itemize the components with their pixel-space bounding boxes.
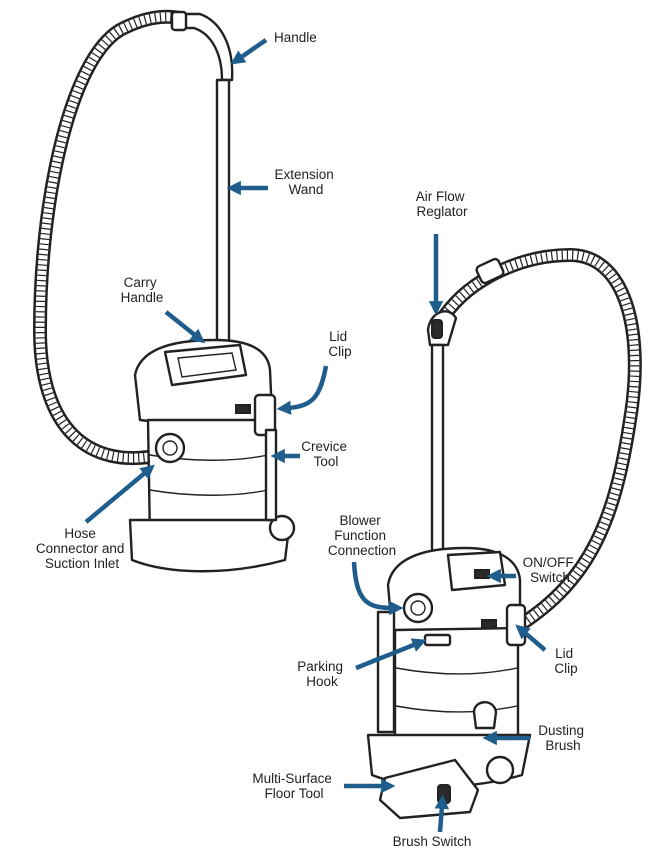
arrow-handle [230, 38, 268, 65]
left-vacuum-illustration [33, 9, 296, 573]
left-grille [235, 404, 251, 414]
arrow-carry-handle [164, 310, 205, 344]
right-air-flow-regulator-part [431, 319, 443, 339]
label-blower-function: Blower Function Connection [328, 513, 396, 558]
left-hose-connector-inner [162, 440, 178, 456]
right-hose-ribs [441, 250, 640, 629]
label-carry-handle: Carry Handle [121, 275, 164, 305]
left-hose-ribs [35, 12, 193, 463]
right-hose-cuff [475, 257, 505, 285]
arrow-hose-connector [84, 464, 155, 524]
label-air-flow-regulator: Air Flow Reglator [416, 189, 469, 219]
right-blower-port [402, 592, 434, 624]
left-extension-wand [215, 78, 231, 347]
left-hose-cuff [170, 10, 188, 32]
arrow-brush-switch [434, 794, 449, 833]
right-accessory-rack [376, 610, 396, 734]
right-parking-hook-part [423, 633, 452, 647]
left-handle-recess [177, 352, 237, 378]
right-floor-tool [378, 758, 480, 820]
label-extension-wand: Extension Wand [274, 167, 337, 197]
right-tank-rib-1 [395, 667, 518, 675]
right-tank-rib-2 [395, 705, 518, 713]
right-vacuum-illustration [366, 248, 642, 820]
right-brush-switch-part [437, 784, 451, 804]
arrow-lid-clip-right [515, 624, 547, 652]
label-hose-connector: Hose Connector and Suction Inlet [36, 526, 128, 571]
arrow-lid-clip-left [276, 365, 329, 415]
label-lid-clip-right: Lid Clip [554, 646, 577, 676]
arrow-parking-hook [355, 638, 427, 671]
label-handle: Handle [274, 30, 317, 45]
label-lid-clip-left: Lid Clip [328, 329, 351, 359]
label-dusting-brush: Dusting Brush [538, 723, 588, 753]
label-parking-hook: Parking Hook [297, 659, 347, 689]
right-grille [481, 619, 497, 629]
left-base [128, 518, 292, 573]
left-hose-connector [154, 432, 186, 464]
callout-arrows [84, 38, 547, 833]
right-lid-clip-part [505, 603, 527, 647]
right-on-off-switch-part [474, 569, 490, 579]
right-blower-port-inner [410, 600, 426, 616]
arrow-blower-function [351, 561, 404, 616]
label-on-off-switch: ON/OFF Switch [523, 555, 578, 585]
label-crevice-tool: Crevice Tool [301, 439, 351, 469]
right-dusting-brush-part [472, 701, 498, 730]
label-multi-surface-floor-tool: Multi-Surface Floor Tool [252, 771, 335, 801]
left-wheel [268, 514, 296, 542]
left-tank-rib-2 [149, 489, 269, 496]
left-carry-handle [163, 343, 248, 387]
label-brush-switch: Brush Switch [393, 834, 472, 849]
right-wheel [485, 755, 515, 785]
left-crevice-tool-part [264, 428, 278, 522]
